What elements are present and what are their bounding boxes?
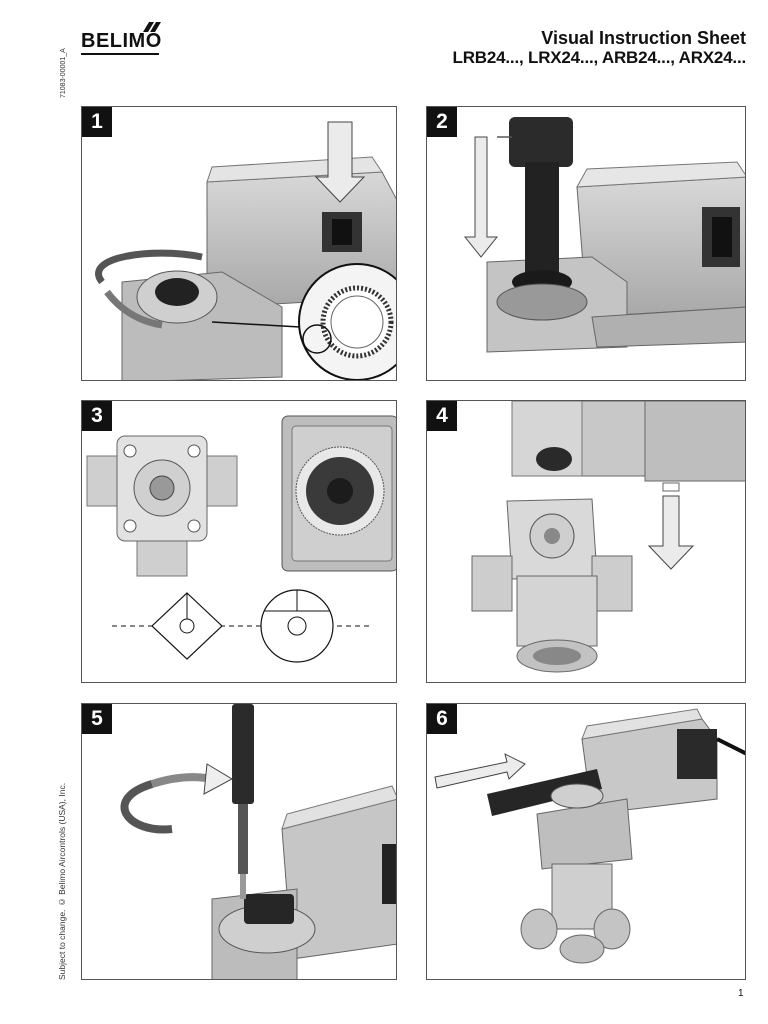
step-3-illustration (86, 415, 396, 663)
step-1-illustration (95, 121, 396, 380)
step-6-panel: 6 (426, 703, 746, 980)
step-4-number: 4 (427, 401, 457, 431)
brand-name: BELIMO (81, 30, 162, 52)
step-6-number: 6 (427, 704, 457, 734)
belimo-logo: BELIMO (81, 22, 162, 55)
step-5-panel: 5 (81, 703, 397, 980)
step-1-number: 1 (82, 107, 112, 137)
step-1-panel: 1 (81, 106, 397, 381)
logo-slash-icon (143, 22, 161, 32)
step-5-number: 5 (82, 704, 112, 734)
step-6-illustration (434, 708, 745, 964)
step-4-panel: 4 (426, 400, 746, 683)
page-title: Visual Instruction Sheet LRB24..., LRX24… (452, 28, 747, 68)
step-3-panel: 3 (81, 400, 397, 683)
step-3-number: 3 (82, 401, 112, 431)
copyright-notice: Subject to change. © Belimo Aircontrols … (57, 782, 67, 980)
logo-underline (81, 53, 159, 55)
title-line-1: Visual Instruction Sheet (541, 28, 746, 48)
page-number: 1 (738, 988, 744, 999)
document-code: 71083-00001_A (60, 48, 67, 98)
step-2-panel: 2 (426, 106, 746, 381)
step-2-illustration (463, 117, 745, 353)
step-2-number: 2 (427, 107, 457, 137)
step-5-illustration (120, 704, 396, 979)
title-line-2: LRB24..., LRX24..., ARB24..., ARX24... (452, 48, 747, 67)
step-4-illustration (471, 401, 745, 673)
